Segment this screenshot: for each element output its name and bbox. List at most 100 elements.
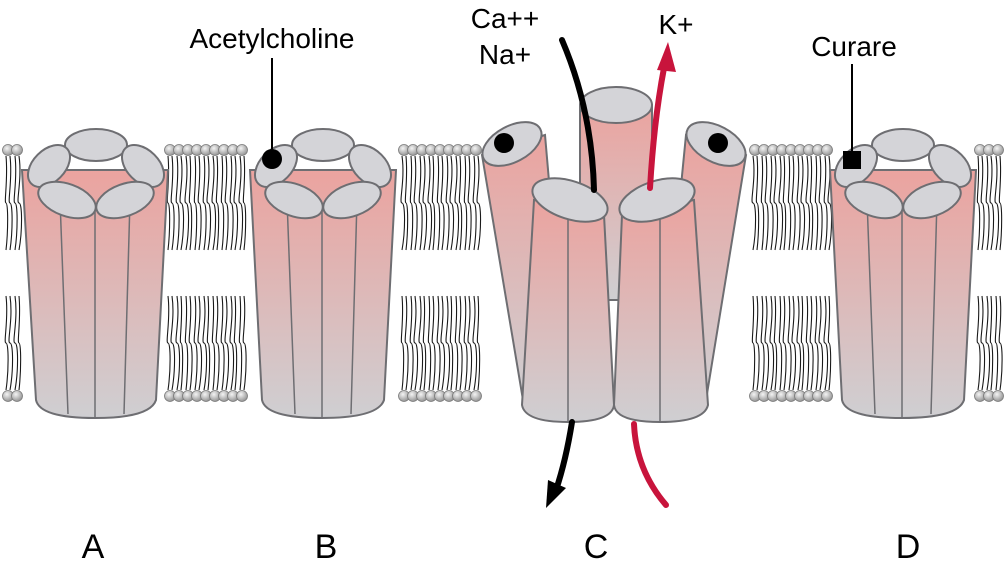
lipid-tail: [211, 295, 216, 391]
lipid-tail: [980, 155, 985, 251]
lipid-tail: [220, 155, 225, 251]
acetylcholine-molecule-b: [262, 149, 282, 169]
lipid-tail: [224, 155, 229, 251]
lipid-tail: [436, 295, 441, 391]
lipid-tail: [229, 155, 234, 251]
lipid-tail: [197, 295, 203, 391]
lipid-tail: [17, 155, 23, 251]
lipid-tail: [202, 155, 207, 251]
lipid-tail: [818, 155, 823, 251]
lipid-tail: [170, 295, 176, 391]
lipid-bilayer: [2, 144, 1004, 402]
lipid-tail: [197, 155, 202, 251]
lipid-tail: [463, 155, 468, 251]
lipid-tail: [467, 295, 473, 391]
sodium-label: Na+: [479, 39, 531, 70]
lipid-tail: [206, 155, 212, 251]
lipid-tail: [764, 295, 770, 391]
lipid-head: [236, 144, 248, 156]
lipid-tail: [989, 295, 994, 391]
lipid-tail: [188, 155, 193, 251]
calcium-label: Ca++: [471, 3, 540, 34]
curare-label: Curare: [811, 31, 897, 62]
lipid-tail: [238, 155, 244, 251]
lipid-tail: [422, 295, 427, 391]
lipid-tail: [17, 295, 22, 391]
lipid-tail: [800, 155, 806, 251]
lipid-tail: [769, 155, 774, 251]
lipid-tail: [791, 155, 796, 251]
lipid-tail: [994, 155, 1000, 251]
lipid-tail: [751, 155, 757, 251]
lipid-tail: [8, 295, 14, 391]
lipid-tail: [760, 155, 765, 251]
lipid-tail: [220, 295, 225, 391]
lipid-tail: [787, 295, 792, 391]
lipid-tail: [445, 295, 451, 391]
lipid-tail: [400, 295, 405, 391]
lipid-tail: [751, 295, 756, 391]
lipid-tail: [184, 155, 190, 251]
lipid-tail: [175, 295, 181, 391]
lipid-tail: [224, 295, 230, 391]
lipid-tail: [229, 295, 235, 391]
lipid-tail: [440, 155, 445, 251]
lipid-tail: [796, 155, 801, 251]
lipid-tails-outer: [4, 155, 1003, 251]
channel-a-closed: [20, 128, 170, 420]
lipid-tail: [809, 155, 814, 251]
lipid-tail: [827, 295, 832, 391]
lipid-tail: [463, 295, 468, 391]
lipid-tail: [976, 295, 981, 391]
lipid-tail: [787, 155, 792, 251]
lipid-tail: [773, 295, 778, 391]
lipid-tail: [404, 295, 409, 391]
lipid-tail: [211, 155, 217, 251]
lipid-tail: [454, 295, 459, 391]
lipid-tail: [989, 155, 995, 251]
lipid-tail: [472, 295, 478, 391]
lipid-tail: [400, 155, 406, 251]
curare-molecule: [843, 151, 861, 169]
lipid-tail: [755, 155, 760, 251]
panel-label-a: A: [82, 528, 105, 566]
lipid-tail: [422, 155, 428, 251]
lipid-tail: [823, 295, 829, 391]
lipid-tail: [980, 295, 986, 391]
lipid-tail: [233, 155, 239, 251]
lipid-tail: [476, 295, 481, 391]
lipid-tail: [796, 295, 802, 391]
lipid-head: [470, 144, 482, 156]
lipid-tail: [13, 155, 18, 251]
lipid-tail: [458, 295, 463, 391]
lipid-tail: [823, 155, 828, 251]
lipid-tail: [179, 155, 185, 251]
lipid-tail: [985, 155, 990, 251]
lipid-tail: [188, 295, 193, 391]
lipid-tail: [409, 295, 414, 391]
lipid-tail: [431, 155, 436, 251]
lipid-tail: [413, 295, 419, 391]
lipid-heads-outer: [2, 144, 1004, 156]
acetylcholine-molecule-c-right: [708, 133, 728, 153]
lipid-tail: [778, 295, 783, 391]
lipid-tail: [814, 295, 819, 391]
lipid-head: [470, 390, 482, 402]
lipid-tail: [242, 155, 247, 251]
lipid-tail: [202, 295, 208, 391]
lipid-tail: [215, 155, 220, 251]
lipid-head: [992, 144, 1004, 156]
lipid-tail: [445, 155, 450, 251]
lipid-tail: [778, 155, 784, 251]
lipid-tail: [427, 295, 432, 391]
lipid-tail: [418, 155, 423, 251]
potassium-efflux-arrow: [631, 42, 676, 508]
lipid-tail: [8, 155, 13, 251]
lipid-tail: [755, 295, 760, 391]
lipid-tail: [233, 295, 238, 391]
lipid-tail: [769, 295, 775, 391]
lipid-tail: [404, 155, 409, 251]
lipid-tail: [454, 155, 460, 251]
lipid-tail: [800, 295, 805, 391]
